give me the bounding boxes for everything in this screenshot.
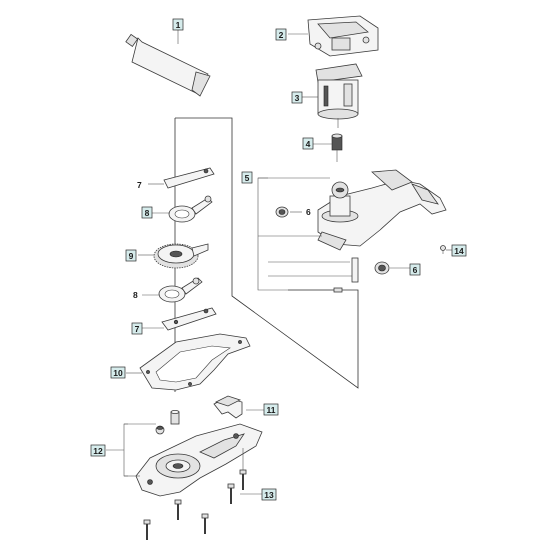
svg-text:9: 9 — [129, 251, 134, 261]
label-3: 3 — [291, 91, 303, 104]
svg-text:4: 4 — [306, 139, 311, 149]
label-5: 5 — [241, 171, 253, 184]
label-2: 2 — [275, 28, 287, 41]
label-8a: 8 — [141, 206, 153, 219]
svg-text:12: 12 — [93, 446, 103, 456]
label-7b: 7 — [131, 322, 143, 335]
pinion-gear-part — [331, 133, 343, 162]
svg-text:3: 3 — [295, 93, 300, 103]
blade-arm-part-lower — [161, 307, 217, 331]
label-12: 12 — [90, 444, 106, 457]
screw-part-14 — [440, 245, 446, 254]
svg-text:10: 10 — [113, 368, 123, 378]
clip-part — [213, 395, 243, 419]
dowel-pin-part — [170, 409, 180, 425]
label-10: 10 — [110, 366, 126, 379]
motor-housing-part — [307, 15, 379, 57]
svg-text:13: 13 — [264, 490, 274, 500]
label-13: 13 — [261, 488, 277, 501]
assembly-frame — [175, 117, 359, 389]
svg-text:14: 14 — [454, 246, 464, 256]
grease-tube-part — [125, 33, 211, 97]
svg-text:7: 7 — [135, 324, 140, 334]
svg-text:2: 2 — [279, 30, 284, 40]
label-6b: 6 — [409, 263, 421, 276]
label-9: 9 — [125, 249, 137, 262]
label-1: 1 — [172, 18, 184, 31]
damper-part-6b — [374, 261, 390, 275]
gasket-plate-part — [139, 333, 251, 391]
housing-pin-part — [333, 257, 359, 293]
svg-text:1: 1 — [176, 20, 181, 30]
leader-12-bracket — [123, 423, 128, 477]
blade-arm-part-upper — [163, 167, 215, 189]
svg-text:8: 8 — [145, 208, 150, 218]
label-8b: 8 — [133, 290, 138, 300]
label-7a: 7 — [137, 180, 142, 190]
damper-part-6a — [275, 206, 289, 218]
label-11: 11 — [263, 403, 279, 416]
label-4: 4 — [302, 137, 314, 150]
label-14: 14 — [451, 244, 467, 257]
svg-text:11: 11 — [267, 405, 276, 415]
eccentric-link-part-lower — [158, 277, 203, 303]
label-6a: 6 — [306, 207, 311, 217]
svg-text:6: 6 — [413, 265, 418, 275]
svg-text:5: 5 — [245, 173, 250, 183]
large-gear-part — [153, 243, 209, 269]
electric-motor-part — [315, 63, 363, 128]
gear-cover-part — [135, 423, 263, 497]
eccentric-link-part-upper — [168, 195, 213, 223]
gear-housing-part — [317, 169, 447, 251]
leader-5-bracket — [257, 177, 268, 291]
